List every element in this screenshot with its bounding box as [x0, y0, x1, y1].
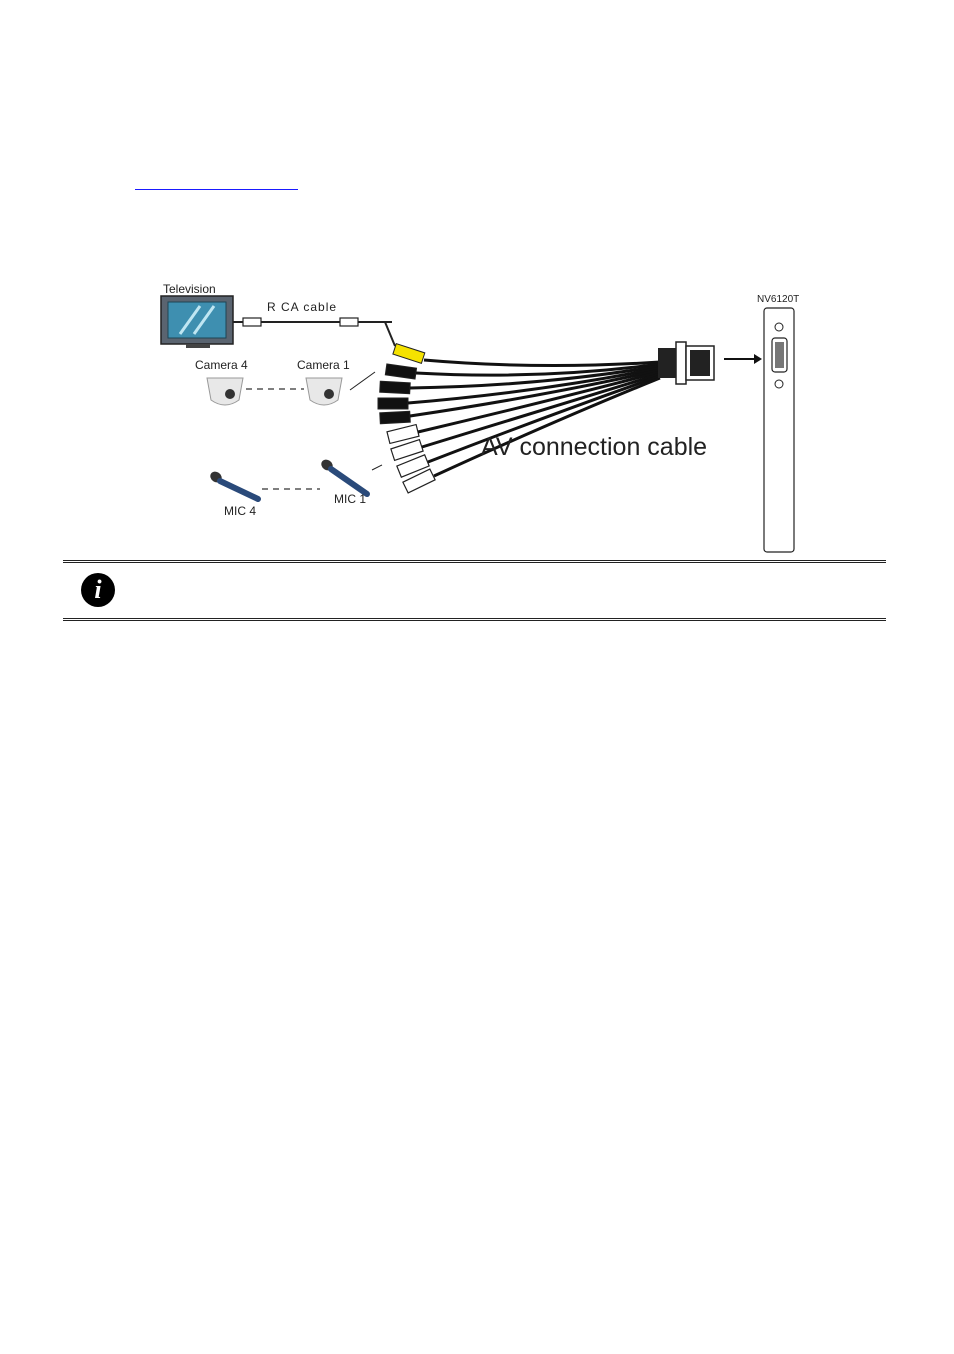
info-icon: i — [81, 573, 115, 607]
rca-connector-fan — [377, 342, 436, 494]
mic-1-label: MIC 1 — [334, 492, 366, 506]
arrow-right-icon — [724, 354, 762, 364]
camera-4-icon — [206, 377, 244, 406]
camera-bracket — [349, 371, 376, 391]
mic-4-icon — [210, 471, 261, 502]
television-label: Television — [163, 282, 216, 296]
db-connector-icon — [658, 341, 715, 385]
av-cable-wires — [407, 358, 661, 478]
camera-1-label: Camera 1 — [297, 358, 350, 372]
device-label: NV6120T — [757, 294, 799, 305]
hyperlink-underline[interactable] — [135, 189, 298, 190]
device-panel — [763, 307, 795, 553]
mic-1-icon — [321, 459, 370, 497]
camera-4-label: Camera 4 — [195, 358, 248, 372]
av-cable-label: AV connection cable — [481, 433, 707, 461]
rca-cable-label: R CA cable — [267, 300, 337, 314]
mic-4-label: MIC 4 — [224, 504, 256, 518]
television-icon — [160, 295, 234, 348]
camera-1-icon — [305, 377, 343, 406]
rca-cable-icon — [233, 317, 396, 347]
note-box: i — [63, 560, 886, 621]
mic-bracket — [371, 464, 383, 471]
connection-diagram: Television R CA cable Camera 4 Camera 1 … — [160, 282, 799, 553]
